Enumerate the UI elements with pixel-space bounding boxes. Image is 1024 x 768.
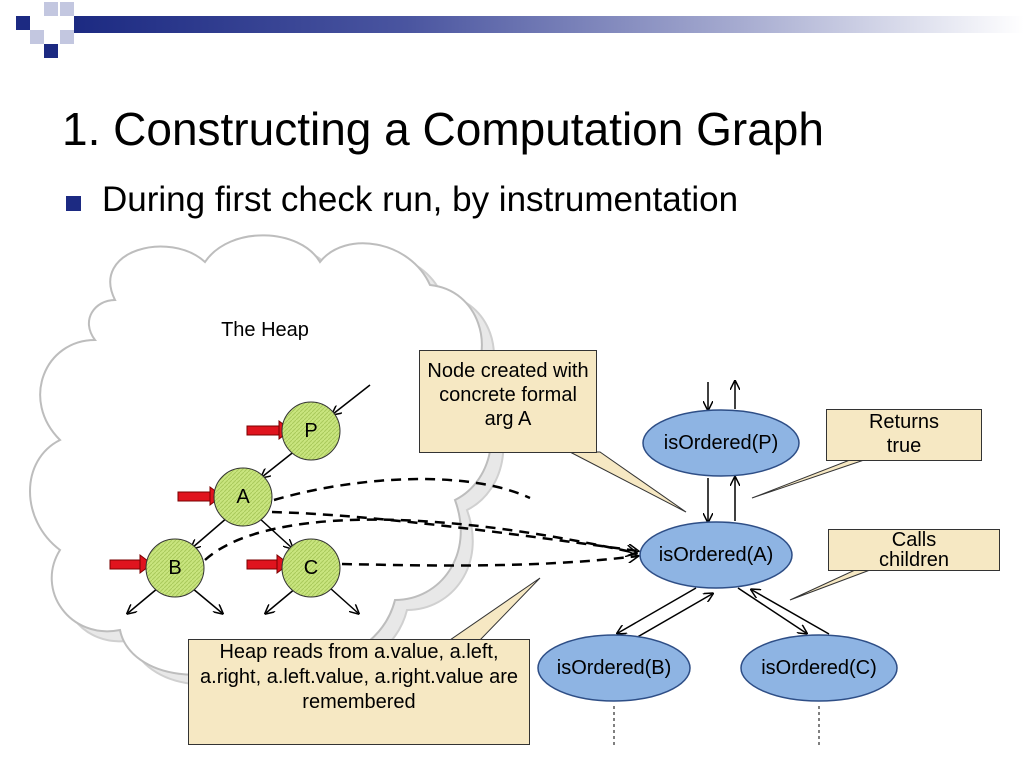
heap-node-b: B — [168, 557, 182, 579]
edge-p-a — [262, 449, 297, 477]
graph-edge-a-b — [618, 587, 697, 633]
corner-square-5 — [60, 30, 74, 44]
callout-node-created: Node created with concrete formal arg A — [419, 350, 597, 453]
corner-square-4 — [30, 30, 44, 44]
bullet-marker — [66, 196, 81, 211]
bullet-text: During first check run, by instrumentati… — [102, 180, 739, 219]
edge-a-b — [192, 516, 229, 548]
heap-node-a-circle — [213, 467, 273, 527]
graph-node-p: isOrdered(P) — [663, 432, 779, 454]
heap-node-b-circle — [145, 538, 205, 598]
callout-pointer-heap-reads — [448, 577, 541, 641]
heap-node-p-circle — [281, 401, 341, 461]
corner-square-2 — [44, 2, 58, 16]
heap-node-c-circle — [281, 538, 341, 598]
slide-title: 1. Constructing a Computation Graph — [62, 103, 824, 155]
dashed-read-c — [341, 556, 638, 567]
edge-c-right — [329, 587, 358, 613]
dashed-read-a-lower — [271, 510, 638, 551]
graph-node-p-ellipse — [642, 409, 800, 477]
edge-b-right — [191, 587, 222, 613]
callout-calls-children: Calls children — [828, 529, 1000, 571]
heap-label: The Heap — [221, 319, 309, 341]
graph-edge-b-a — [633, 594, 712, 640]
graph-edge-a-c — [737, 587, 806, 633]
dashed-read-a-upper — [273, 477, 531, 502]
title-bar-gradient — [74, 16, 1024, 33]
graph-node-a-ellipse — [639, 521, 793, 589]
edge-c-left — [266, 587, 297, 613]
graph-node-b: isOrdered(B) — [556, 657, 672, 679]
corner-square-1 — [16, 16, 30, 30]
graph-node-c-ellipse — [740, 634, 898, 702]
graph-node-b-ellipse — [537, 634, 691, 702]
corner-square-6 — [44, 44, 58, 58]
graph-node-c: isOrdered(C) — [761, 657, 877, 679]
callout-heap-reads: Heap reads from a.value, a.left, a.right… — [188, 639, 530, 745]
graph-node-a: isOrdered(A) — [658, 544, 774, 566]
edge-incoming-p — [333, 384, 371, 414]
callout-pointer-calls-children — [789, 569, 871, 601]
corner-square-3 — [60, 2, 74, 16]
edge-a-c — [257, 516, 292, 548]
heap-node-p: P — [304, 420, 318, 442]
heap-node-c: C — [303, 557, 319, 579]
callout-returns-true: Returns true — [826, 409, 982, 461]
heap-node-a: A — [236, 486, 250, 508]
graph-edge-c-a — [752, 590, 830, 635]
edge-b-left — [128, 587, 159, 613]
